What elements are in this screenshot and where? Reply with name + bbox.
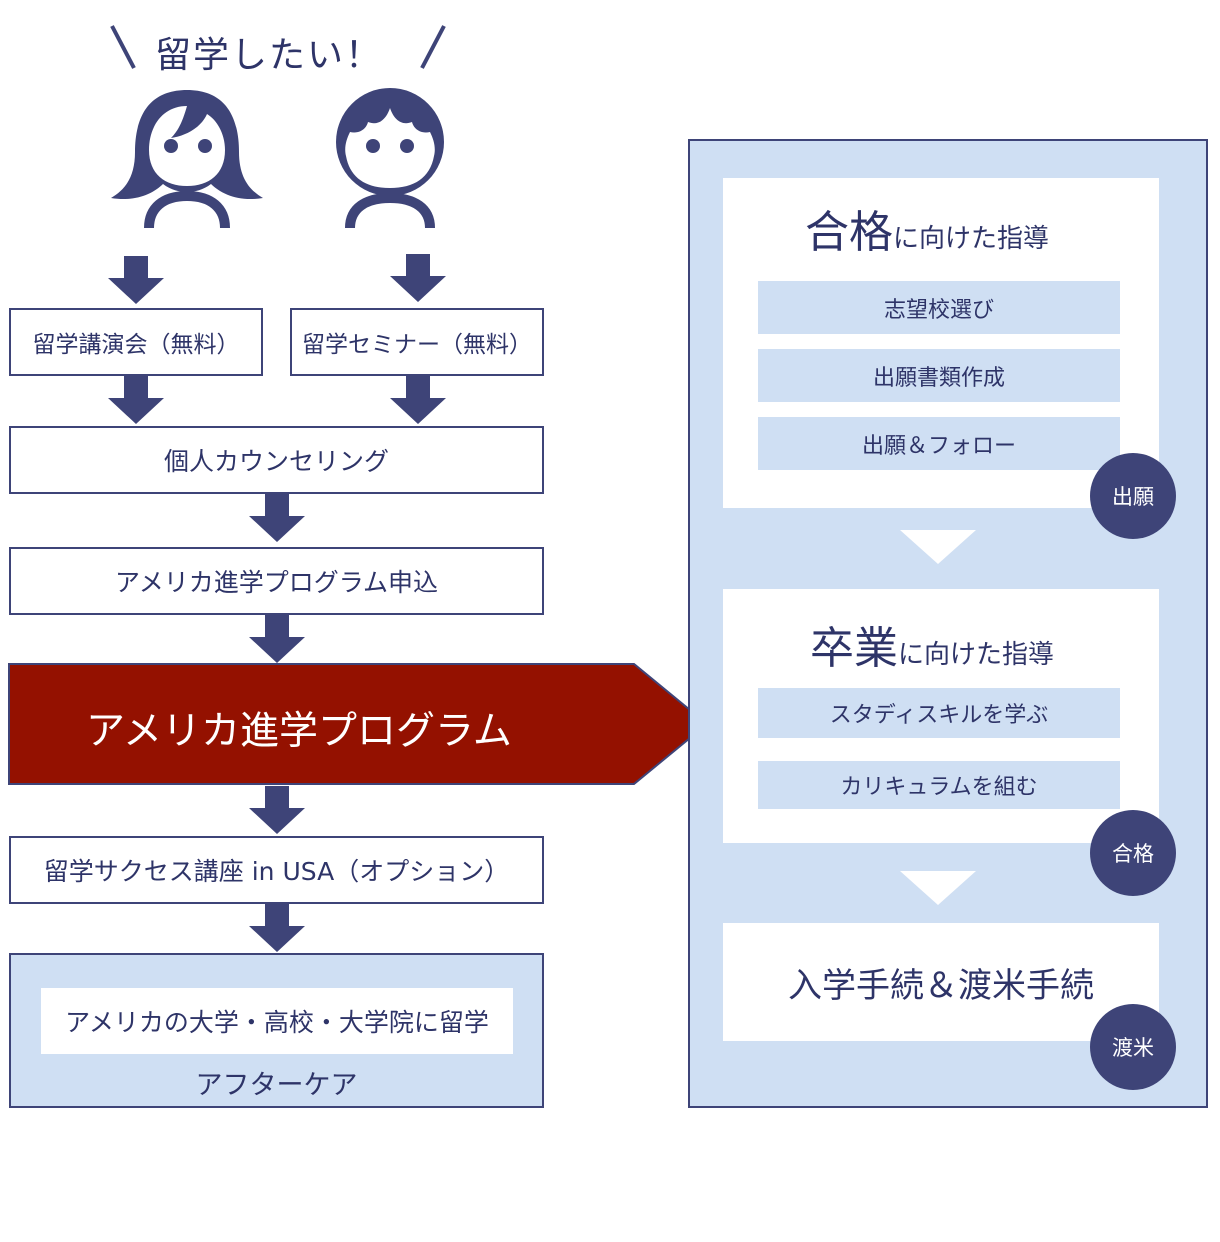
aftercare-label: アフターケア <box>195 1070 358 1101</box>
slogan-left-mark <box>108 22 138 81</box>
down-arrow-icon <box>108 376 164 424</box>
list-item: カリキュラムを組む <box>758 761 1120 809</box>
enrollment-card <box>723 923 1159 1041</box>
list-item: スタディスキルを学ぶ <box>758 688 1120 738</box>
down-arrow-icon <box>390 254 446 302</box>
down-arrow-icon <box>249 786 305 834</box>
badge-pass: 合格 <box>1090 810 1176 896</box>
destination-label: アメリカの大学・高校・大学院に留学 <box>41 988 513 1054</box>
counseling-box: 個人カウンセリング <box>9 426 544 494</box>
list-item: 出願＆フォロー <box>758 417 1120 470</box>
application-box: アメリカ進学プログラム申込 <box>9 547 544 615</box>
girl-icon <box>111 90 263 229</box>
list-item: 出願書類作成 <box>758 349 1120 402</box>
down-arrow-icon <box>390 376 446 424</box>
program-arrow-shape <box>8 663 709 785</box>
badge-departure: 渡米 <box>1090 1004 1176 1090</box>
seminar-box: 留学セミナー（無料） <box>290 308 544 376</box>
step-triangle-icon <box>900 871 976 905</box>
boy-icon <box>336 88 444 229</box>
list-item: 志望校選び <box>758 281 1120 334</box>
slogan-right-mark <box>418 22 448 81</box>
step-triangle-icon <box>900 530 976 564</box>
pass-guidance-title: 合格に向けた指導 <box>805 207 1050 258</box>
slogan-text: 留学したい！ <box>155 35 384 76</box>
down-arrow-icon <box>249 615 305 663</box>
down-arrow-icon <box>108 256 164 304</box>
program-label: アメリカ進学プログラム <box>86 709 512 754</box>
graduation-guidance-title: 卒業に向けた指導 <box>810 623 1055 674</box>
aftercare-container: アメリカの大学・高校・大学院に留学 アフターケア <box>9 953 544 1108</box>
down-arrow-icon <box>249 494 305 542</box>
enrollment-title: 入学手続＆渡米手続 <box>788 966 1094 1006</box>
badge-application: 出願 <box>1090 453 1176 539</box>
success-course-box: 留学サクセス講座 in USA（オプション） <box>9 836 544 904</box>
down-arrow-icon <box>249 904 305 952</box>
lecture-box: 留学講演会（無料） <box>9 308 263 376</box>
